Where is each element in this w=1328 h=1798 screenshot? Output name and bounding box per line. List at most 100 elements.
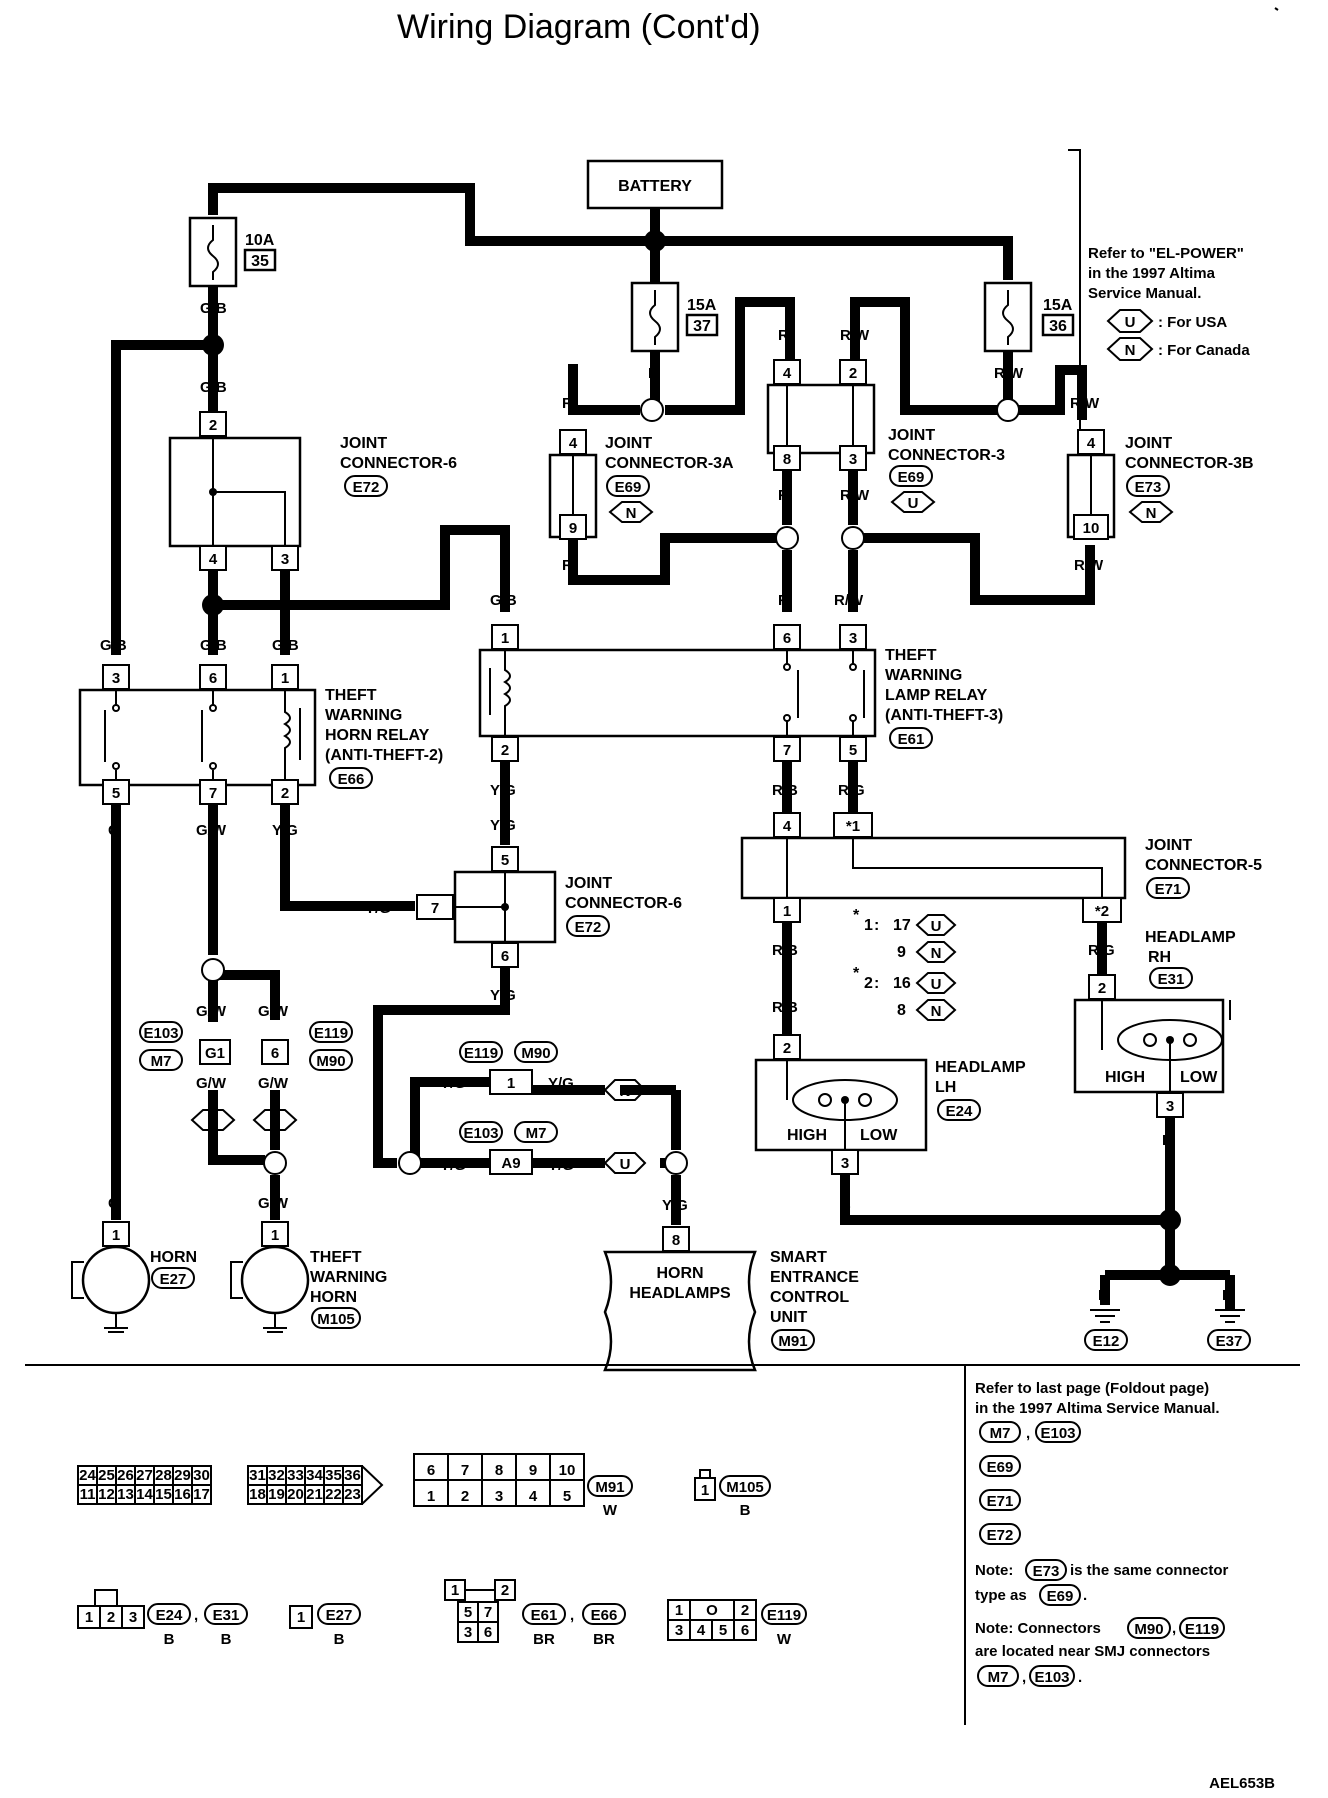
svg-text:E66: E66 — [338, 771, 365, 788]
svg-text:R/W: R/W — [994, 365, 1024, 382]
svg-text:M91: M91 — [778, 1333, 807, 1350]
connector-pin: 36 — [344, 1467, 361, 1484]
connector-pin: 35 — [325, 1467, 342, 1484]
svg-text:(ANTI-THEFT-3): (ANTI-THEFT-3) — [885, 707, 1003, 724]
svg-text:1: 1 — [112, 1227, 120, 1244]
svg-text:HEADLAMPS: HEADLAMPS — [629, 1285, 731, 1302]
connector-pin: 32 — [268, 1467, 285, 1484]
connector-pin: 21 — [306, 1486, 323, 1503]
svg-text:U: U — [208, 1113, 219, 1130]
svg-text:.: . — [1083, 1587, 1087, 1604]
svg-text:6: 6 — [209, 670, 217, 687]
svg-text:R: R — [778, 592, 789, 609]
svg-text:E119: E119 — [767, 1607, 801, 1624]
svg-text:9: 9 — [897, 944, 906, 961]
svg-text:M7: M7 — [988, 1669, 1009, 1686]
joint-connector-6-upper: 2 4 3 JOINT CONNECTOR-6 E72 — [168, 411, 457, 571]
svg-text:*: * — [853, 965, 860, 982]
svg-text:4: 4 — [783, 818, 792, 835]
connector-e27: 1 E27 B — [289, 1603, 361, 1648]
joint-connector-3: 4 2 8 3 JOINT CONNECTOR-3 E69 U — [766, 359, 1005, 513]
svg-text:Y/G: Y/G — [272, 822, 298, 839]
svg-text:1: 1 — [701, 1482, 709, 1499]
svg-text:E72: E72 — [987, 1527, 1014, 1544]
svg-text:R/W: R/W — [1070, 395, 1100, 412]
connector-pin: 2 — [461, 1488, 469, 1505]
svg-text:B: B — [221, 1631, 232, 1648]
connector-pin: 34 — [306, 1467, 323, 1484]
svg-text:R/B: R/B — [772, 942, 798, 959]
svg-text:E31: E31 — [1158, 971, 1185, 988]
svg-text:R/W: R/W — [840, 327, 870, 344]
svg-text:E27: E27 — [160, 1271, 187, 1288]
svg-text:R: R — [648, 365, 659, 382]
svg-text:B: B — [1098, 1287, 1109, 1304]
connector-pin: 14 — [136, 1486, 153, 1503]
svg-text:1: 1 — [675, 1602, 683, 1619]
svg-text:1: 1 — [507, 1075, 515, 1092]
svg-text:1: 1 — [85, 1609, 93, 1626]
svg-text:3: 3 — [112, 670, 120, 687]
svg-text:N: N — [1125, 342, 1136, 359]
svg-text:1: 1 — [783, 903, 791, 920]
svg-text:: For Canada: : For Canada — [1158, 342, 1250, 359]
smart-entrance-control-unit: 8 HORN HEADLAMPS SMART ENTRANCE CONTROL … — [603, 1226, 859, 1372]
svg-text:2: 2 — [849, 365, 857, 382]
svg-text:2: 2 — [1098, 980, 1106, 997]
svg-text:N: N — [1146, 505, 1157, 522]
svg-text:E119: E119 — [1185, 1621, 1219, 1638]
connector-pin: 9 — [529, 1462, 537, 1479]
headlamp-lh: 2 3 HIGH LOW HEADLAMP LH E24 — [754, 1034, 1026, 1175]
svg-text:N: N — [620, 1083, 631, 1100]
svg-text:E69: E69 — [615, 479, 642, 496]
page-title: Wiring Diagram (Cont'd) — [397, 8, 761, 46]
svg-text:7: 7 — [783, 742, 791, 759]
svg-text:2: 2 — [864, 975, 873, 992]
svg-text:E69: E69 — [1047, 1588, 1074, 1605]
svg-text:U: U — [1125, 314, 1136, 331]
svg-text:E72: E72 — [353, 479, 380, 496]
connector-pin: 6 — [427, 1462, 435, 1479]
svg-text:3: 3 — [675, 1622, 683, 1639]
theft-warning-horn: 1 THEFT WARNING HORN M105 — [230, 1221, 387, 1333]
svg-text:N: N — [626, 505, 637, 522]
pin-variant-notes: * 1 : 17 U 9 N * 2 : 16 U 8 N — [853, 907, 957, 1021]
svg-text:2: 2 — [783, 1040, 791, 1057]
svg-text:7: 7 — [209, 785, 217, 802]
svg-text:E119: E119 — [314, 1025, 348, 1042]
svg-text:E103: E103 — [1040, 1425, 1075, 1442]
connector-pin: 18 — [249, 1486, 266, 1503]
svg-text:type as: type as — [975, 1587, 1027, 1604]
svg-text:E12: E12 — [1093, 1333, 1120, 1350]
wire-labels: G/B G/B G/B G/B G/B G/B R R R R R R R/W … — [100, 300, 1233, 1304]
svg-text:G/B: G/B — [200, 300, 227, 317]
svg-text:8: 8 — [783, 451, 791, 468]
svg-text:CONNECTOR-3B: CONNECTOR-3B — [1125, 455, 1254, 472]
connector-pin: 17 — [193, 1486, 210, 1503]
svg-text:17: 17 — [893, 917, 911, 934]
svg-text:HIGH: HIGH — [1105, 1069, 1145, 1086]
svg-text:7: 7 — [431, 900, 439, 917]
svg-text:2: 2 — [501, 1582, 509, 1599]
svg-text:is the same connector: is the same connector — [1070, 1562, 1229, 1579]
svg-text:in the 1997 Altima: in the 1997 Altima — [1088, 265, 1216, 282]
svg-text:35: 35 — [251, 253, 269, 270]
svg-text:N: N — [931, 945, 942, 962]
svg-text:THEFT: THEFT — [885, 647, 937, 664]
svg-text:A9: A9 — [501, 1155, 520, 1172]
svg-text:1: 1 — [451, 1582, 459, 1599]
fuse-36: 15A 36 — [983, 281, 1075, 353]
svg-text:R: R — [562, 557, 573, 574]
connector-pin: 16 — [174, 1486, 191, 1503]
connector-pin: 24 — [79, 1467, 96, 1484]
svg-text:E37: E37 — [1216, 1333, 1243, 1350]
svg-text:E103: E103 — [1034, 1669, 1069, 1686]
svg-text:O: O — [706, 1602, 718, 1619]
svg-text:: For USA: : For USA — [1158, 314, 1227, 331]
svg-text:JOINT: JOINT — [1145, 837, 1192, 854]
svg-text:CONNECTOR-6: CONNECTOR-6 — [340, 455, 457, 472]
svg-text:E73: E73 — [1033, 1563, 1060, 1580]
connector-pin: 20 — [287, 1486, 304, 1503]
svg-text:5: 5 — [112, 785, 120, 802]
